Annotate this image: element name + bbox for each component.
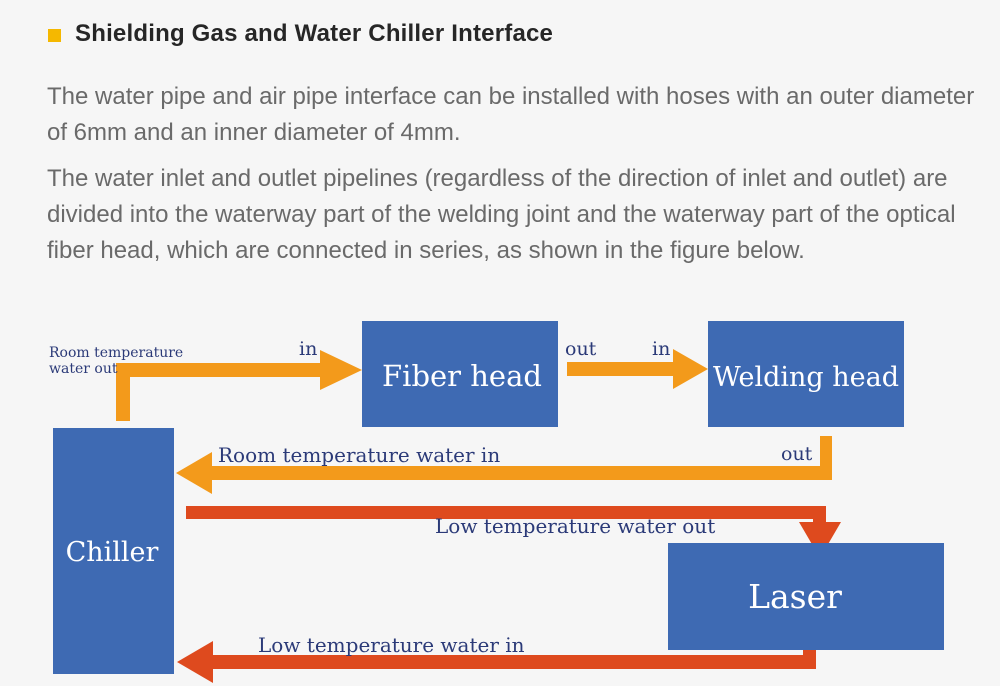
low-temp-out-pipe — [186, 506, 841, 558]
fiber-head-box: Fiber head — [362, 321, 558, 427]
section-header: Shielding Gas and Water Chiller Interfac… — [48, 20, 553, 48]
chiller-label: Chiller — [66, 537, 159, 568]
room-temp-water-out-label-line2: water out — [49, 361, 118, 377]
fiber-out-label: out — [565, 338, 597, 360]
paragraph-pipeline-description: The water inlet and outlet pipelines (re… — [47, 165, 956, 264]
welding-head-label: Welding head — [713, 362, 899, 393]
low-temp-water-out-label: Low temperature water out — [435, 514, 715, 538]
welding-out-label: out — [781, 443, 813, 465]
fiber-head-label: Fiber head — [382, 359, 542, 393]
chiller-box: Chiller — [53, 428, 174, 674]
low-temp-water-in-label: Low temperature water in — [258, 633, 525, 657]
room-temp-water-in-label: Room temperature water in — [218, 443, 500, 467]
laser-box: Laser — [668, 543, 944, 650]
low-temp-in-pipe — [177, 641, 816, 683]
fiber-to-welding-pipe — [567, 349, 708, 389]
section-title: Shielding Gas and Water Chiller Interfac… — [75, 20, 554, 47]
laser-label: Laser — [748, 577, 842, 616]
fiber-in-label: in — [299, 338, 317, 360]
welding-in-label: in — [652, 338, 670, 360]
room-temp-out-pipe — [116, 350, 362, 421]
room-temp-in-pipe — [176, 436, 832, 494]
paragraph-hose-spec: The water pipe and air pipe interface ca… — [47, 83, 975, 146]
section-bullet — [48, 28, 61, 42]
welding-head-box: Welding head — [708, 321, 904, 427]
room-temp-water-out-label-line1: Room temperature — [49, 345, 183, 361]
water-cooling-diagram: Fiber head Welding head Chiller Laser Ro… — [49, 321, 944, 683]
